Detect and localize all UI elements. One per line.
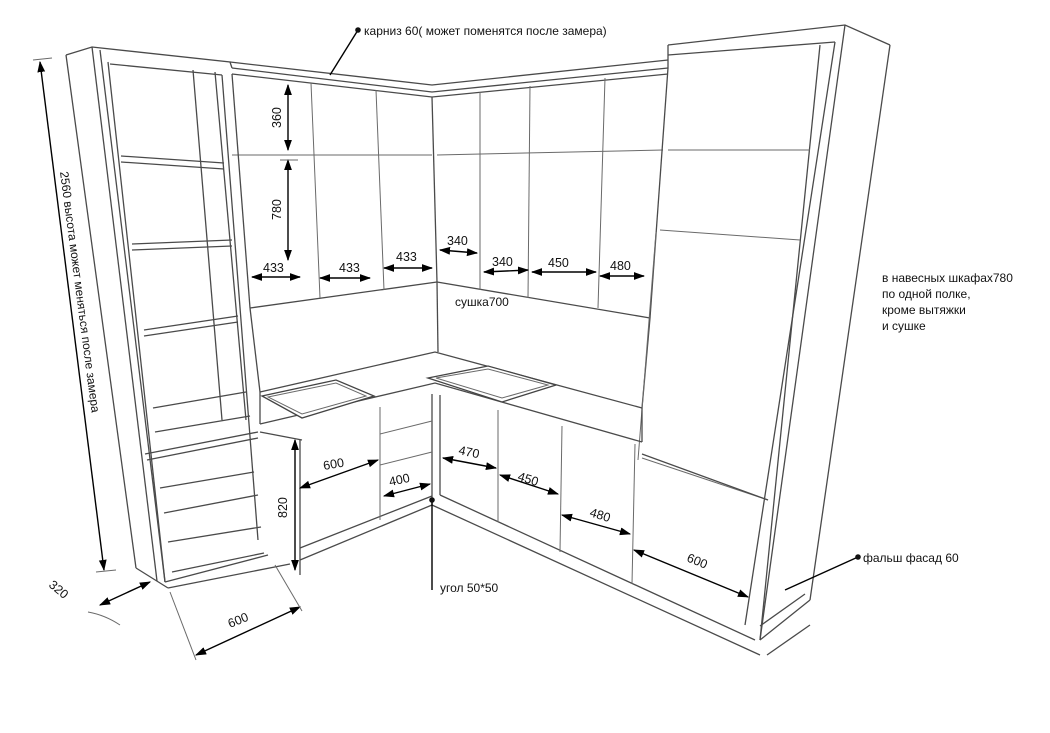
dim-upper-left-width: 433 <box>396 250 417 264</box>
dim-base-right-width: 480 <box>588 505 612 524</box>
dryer-note: сушка700 <box>455 295 509 309</box>
wall-shelves-note-line: в навесных шкафах780 <box>882 271 1013 285</box>
dim-base-right-width: 600 <box>685 551 710 572</box>
dim-base-left-width: 600 <box>322 456 345 473</box>
false-facade-note: фальш фасад 60 <box>863 551 959 565</box>
base-cabinets <box>259 351 769 656</box>
hob-right <box>425 365 559 403</box>
dim-upper-right-width: 450 <box>548 256 569 270</box>
dim-base-right-width: 450 <box>516 469 540 488</box>
cornice-note: карниз 60( может поменятся после замера) <box>364 24 607 38</box>
dim-upper-right-width: 480 <box>610 259 631 273</box>
wall-shelves-note-line: кроме вытяжки <box>882 303 966 317</box>
left-tall-unit <box>65 46 291 589</box>
wall-shelves-note: в навесных шкафах780 по одной полке, кро… <box>882 271 1013 333</box>
callout-leaders <box>329 27 861 591</box>
dim-upper-left-width: 433 <box>263 261 284 275</box>
dim-upper-right-width: 340 <box>492 255 513 269</box>
dim-upper-top-height: 360 <box>270 107 284 128</box>
dimension-labels: 360 780 433 433 433 340 340 450 480 820 … <box>46 107 709 631</box>
dimension-lines <box>32 57 750 661</box>
dim-tall-depth: 320 <box>46 578 71 602</box>
hob-left <box>260 379 376 419</box>
dim-upper-height: 780 <box>270 199 284 220</box>
wall-shelves-note-line: по одной полке, <box>882 287 971 301</box>
dim-upper-left-width: 433 <box>339 261 360 275</box>
corner-profile-note: угол 50*50 <box>440 581 499 595</box>
right-tall-unit <box>637 24 891 656</box>
dim-tall-width: 600 <box>226 610 251 631</box>
dim-base-height: 820 <box>276 497 290 518</box>
wall-shelves-note-line: и сушке <box>882 319 926 333</box>
dim-base-left-width: 400 <box>388 471 411 489</box>
dim-base-right-width: 470 <box>457 443 480 461</box>
dim-upper-right-width: 340 <box>447 234 468 248</box>
